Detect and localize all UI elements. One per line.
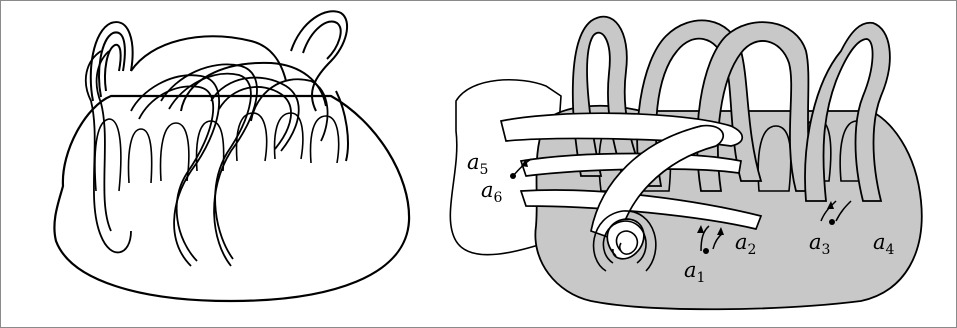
point-a1 bbox=[703, 248, 709, 254]
point-a5 bbox=[510, 173, 516, 179]
point-a3 bbox=[829, 219, 835, 225]
left-surface-diagram bbox=[54, 11, 409, 301]
